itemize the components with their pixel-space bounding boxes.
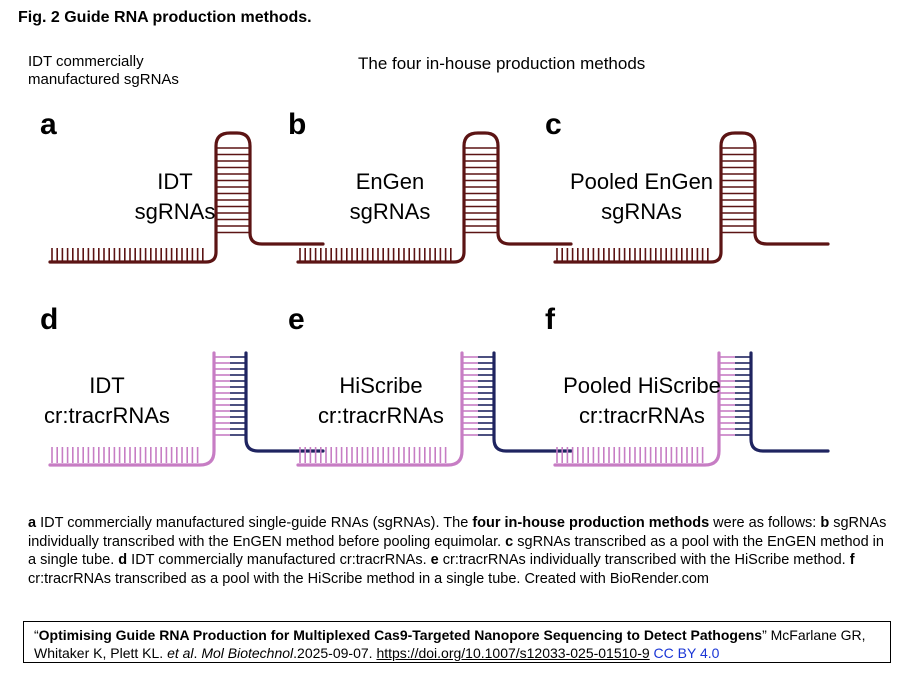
panel-label: IDT cr:tracrRNAs — [30, 371, 184, 431]
caption-letter-f: f — [849, 552, 855, 568]
caption-text-f: cr:tracrRNAs transcribed as a pool with … — [28, 570, 710, 587]
panel-label-line2: sgRNAs — [601, 199, 682, 224]
tracrrna-strand — [244, 351, 325, 453]
tracrrna-strand — [749, 351, 830, 453]
sgrna-diagram — [553, 131, 830, 264]
panel-label-line1: Pooled EnGen — [569, 169, 714, 194]
caption-text-c: sgRNAs transcribed as a pool with the En… — [28, 533, 884, 569]
panel-label: HiScribe cr:tracrRNAs — [306, 371, 456, 431]
inhouse-group-label: The four in-house production methods — [358, 54, 646, 73]
panel-label-line1: HiScribe — [339, 373, 423, 398]
citation-journal: Mol Biotechnol — [201, 645, 294, 661]
commercial-group-label: IDT commercially manufactured sgRNAs — [28, 53, 179, 88]
tracrrna-strand — [492, 351, 573, 453]
panel-d: d IDT cr:tracrRNAs — [40, 303, 330, 473]
citation-dot: . — [193, 645, 202, 661]
caption-text-b: sgRNAs individually transcribed with the… — [28, 515, 887, 550]
sgrna-diagram — [296, 131, 573, 264]
citation-close-quote: ” — [762, 627, 767, 643]
crrna-strand — [296, 351, 464, 467]
sgrna-backbone — [48, 131, 325, 264]
panel-label-line1: Pooled HiScribe — [563, 373, 721, 398]
caption-letter-b: b — [820, 515, 830, 531]
panel-letter: d — [40, 303, 59, 336]
citation-date: .2025-09-07. — [293, 645, 377, 661]
crrna-strand — [48, 351, 216, 467]
citation-box: “Optimising Guide RNA Production for Mul… — [23, 621, 891, 663]
caption-text-a: IDT commercially manufactured single-gui… — [36, 515, 473, 531]
figure-title: Fig. 2 Guide RNA production methods. — [18, 9, 312, 26]
panel-label-line1: IDT — [89, 373, 125, 398]
panel-label-line2: sgRNAs — [134, 199, 216, 224]
panel-letter: c — [545, 108, 562, 141]
doi-link[interactable]: https://doi.org/10.1007/s12033-025-01510… — [376, 645, 650, 661]
panel-label: Pooled HiScribe cr:tracrRNAs — [547, 371, 737, 431]
panel-c: c Pooled EnGen sgRNAs — [545, 108, 835, 278]
figure-caption: a IDT commercially manufactured single-g… — [28, 514, 896, 588]
panel-label-line1: IDT — [157, 169, 193, 194]
crtracr-diagram — [553, 351, 830, 467]
panel-label-line2: sgRNAs — [349, 199, 431, 224]
panel-label: IDT sgRNAs — [85, 167, 265, 227]
panel-letter: b — [288, 108, 307, 141]
panel-label: EnGen sgRNAs — [288, 167, 492, 227]
caption-letter-a: a — [28, 515, 37, 531]
crtracr-diagram — [296, 351, 573, 467]
crrna-strand — [553, 351, 721, 467]
panel-letter: e — [288, 303, 305, 336]
panel-e: e HiScribe cr:tracrRNAs — [288, 303, 578, 473]
panel-letter: a — [40, 108, 57, 141]
panel-label-line2: cr:tracrRNAs — [44, 403, 170, 428]
caption-letter-e: e — [430, 552, 439, 568]
caption-text-e: cr:tracrRNAs individually transcribed wi… — [438, 552, 850, 568]
panel-label-line2: cr:tracrRNAs — [318, 403, 444, 428]
panel-label-line2: cr:tracrRNAs — [579, 403, 705, 428]
citation-etal: et al — [167, 645, 194, 661]
panel-b: b EnGen sgRNAs — [288, 108, 578, 278]
panel-a: a IDT sgRNAs — [40, 108, 330, 278]
citation-authors: McFarlane GR, Whitaker K, Plett KL. — [34, 627, 866, 661]
caption-letter-c: c — [505, 533, 514, 550]
sgrna-diagram — [48, 131, 325, 264]
panel-f: f Pooled HiScribe cr:tracrRNAs — [545, 303, 835, 473]
sgrna-backbone — [296, 131, 573, 264]
crtracr-diagram — [48, 351, 325, 467]
caption-text: were as follows: — [709, 515, 821, 531]
caption-text-d: IDT commercially manufactured cr:tracrRN… — [127, 552, 431, 568]
license-link[interactable]: CC BY 4.0 — [653, 645, 720, 661]
panel-label: Pooled EnGen sgRNAs — [545, 167, 738, 227]
citation-title: Optimising Guide RNA Production for Mult… — [38, 627, 763, 643]
caption-bold-phrase: four in-house production methods — [472, 515, 710, 531]
panel-label-line1: EnGen — [355, 169, 425, 194]
caption-letter-d: d — [118, 552, 128, 568]
panel-letter: f — [545, 303, 555, 336]
citation-open-quote: “ — [34, 627, 39, 643]
sgrna-backbone — [553, 131, 830, 264]
